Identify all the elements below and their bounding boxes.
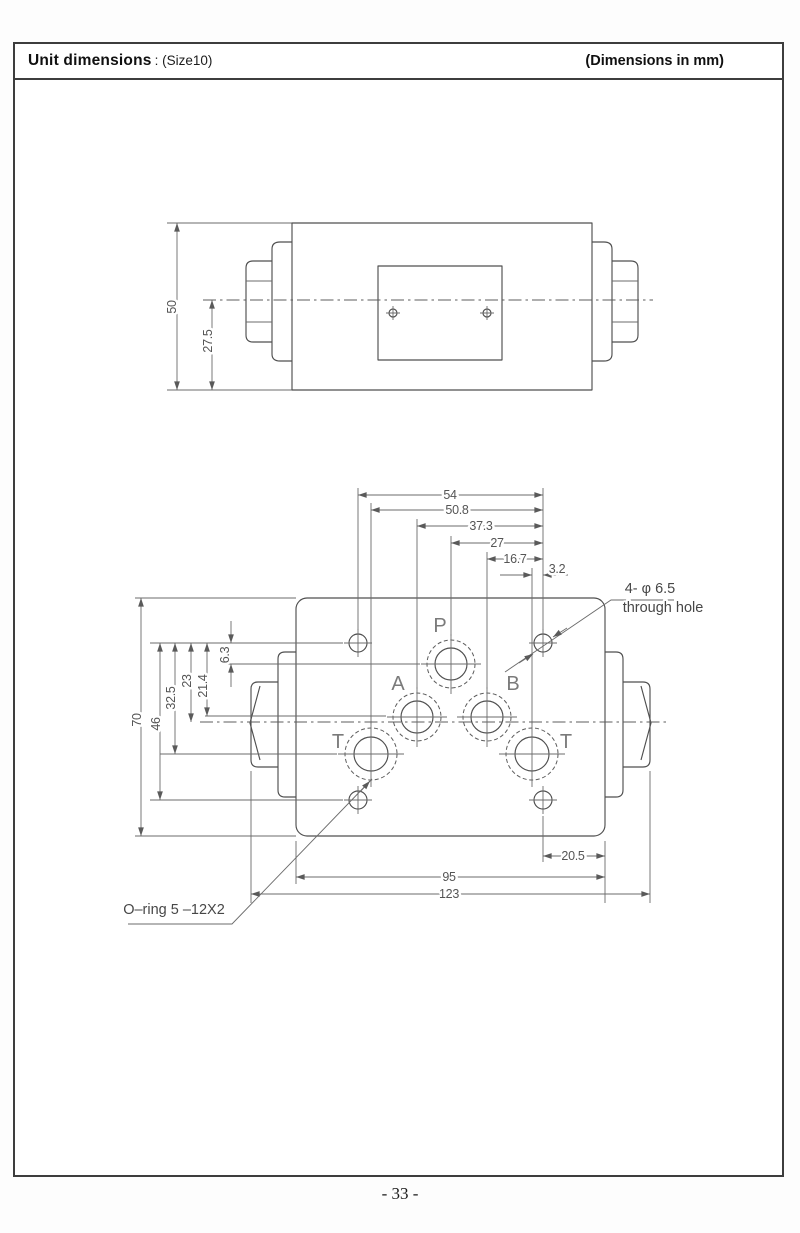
bottom-view: P A B T T 54 50.8 37.3 27 16.7 3.2	[121, 486, 705, 925]
page-title: Unit dimensions	[28, 52, 152, 69]
dim-50-8: 50.8	[445, 503, 468, 517]
dim-16-7: 16.7	[503, 552, 526, 566]
valve-body-outline	[291, 222, 593, 391]
through-hole-leader	[504, 599, 674, 673]
port-label-b: B	[506, 673, 519, 695]
dim-3-2: 3.2	[549, 562, 566, 576]
bolt-hole-bottom-right	[529, 786, 557, 814]
top-view: 50 27.5	[163, 222, 653, 391]
name-plate	[377, 265, 503, 361]
dim-50: 50	[165, 300, 179, 314]
port-a	[387, 687, 447, 747]
dim-123: 123	[439, 887, 459, 901]
port-b	[457, 687, 517, 747]
port-label-t-right: T	[560, 731, 572, 753]
dim-37-3: 37.3	[469, 519, 492, 533]
size-note: : (Size10)	[154, 53, 213, 68]
units-note: (Dimensions in mm)	[585, 53, 724, 69]
port-label-t-left: T	[332, 731, 344, 753]
page-border-box: Unit dimensions : (Size10) (Dimensions i…	[13, 42, 784, 1177]
dim-20-5: 20.5	[561, 849, 584, 863]
through-hole-note-line1: 4- φ 6.5	[625, 581, 676, 597]
dim-27-5: 27.5	[201, 329, 215, 352]
dim-95: 95	[442, 870, 456, 884]
port-label-p: P	[433, 615, 446, 637]
oring-note: O–ring 5 –12X2	[123, 902, 225, 918]
dim-32-5: 32.5	[164, 686, 178, 709]
dim-70: 70	[130, 713, 144, 727]
port-t-right	[499, 721, 565, 787]
bolt-hole-bottom-left	[344, 786, 372, 814]
through-hole-note-line2: through hole	[623, 600, 704, 616]
page-number: - 33 -	[381, 1184, 419, 1203]
dim-46: 46	[149, 717, 163, 731]
header-title-group: Unit dimensions : (Size10)	[28, 52, 212, 70]
dim-27: 27	[490, 536, 504, 550]
header-bar: Unit dimensions : (Size10) (Dimensions i…	[15, 44, 782, 80]
dim-6-3: 6.3	[218, 646, 232, 663]
dim-54: 54	[443, 488, 457, 502]
bolt-hole-top-right	[529, 629, 557, 657]
dim-21-4: 21.4	[196, 674, 210, 697]
port-label-a: A	[391, 673, 405, 695]
port-p	[421, 634, 481, 694]
mounting-plate-outline	[295, 597, 606, 837]
dim-23: 23	[180, 674, 194, 688]
bolt-hole-top-left	[344, 629, 372, 657]
port-t-left	[338, 721, 404, 787]
oring-leader	[128, 778, 373, 925]
